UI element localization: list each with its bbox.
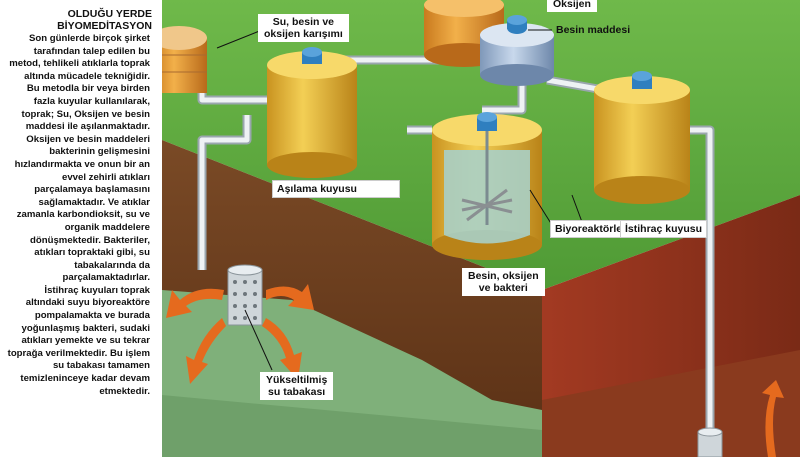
label-bacteria-line2: ve bakteri (478, 282, 528, 294)
label-bacteria: Besin, oksijen ve bakteri (462, 268, 545, 296)
flow-arrows-injection (166, 284, 314, 384)
arrow-extraction-up (762, 380, 784, 457)
injection-well-screen (227, 264, 263, 326)
leader-lines (216, 29, 583, 371)
label-extraction-well: İstihraç kuyusu (620, 220, 708, 238)
label-bacteria-line1: Besin, oksijen (468, 270, 539, 282)
label-mixing-line2: oksijen karışımı (264, 28, 343, 40)
arrow-left-up (166, 288, 224, 318)
label-mixing: Su, besin ve oksijen karışımı (258, 14, 349, 42)
bioremediation-diagram: Oksijen Besin maddesi Su, besin ve oksij… (151, 0, 800, 458)
arrow-right-down (262, 318, 302, 380)
label-raised-water-line1: Yükseltilmiş (266, 374, 328, 386)
heading-line-1: OLDUĞU YERDE (67, 8, 152, 20)
arrow-right-up (266, 284, 314, 310)
water-layer-shade (162, 395, 542, 457)
flow-arrows-extraction (762, 380, 784, 457)
label-mixing-line1: Su, besin ve (272, 16, 335, 28)
paragraph-2: Bu metodla bir veya birden fazla kuyular… (14, 83, 150, 284)
label-oxygen: Oksijen (547, 0, 597, 12)
storage-tank-left (151, 26, 207, 93)
label-bioreactors: Biyoreaktörler (550, 220, 632, 238)
label-raised-water: Yükseltilmiş su tabakası (260, 372, 334, 400)
bioreactor-center (432, 112, 542, 260)
bioreactor-right (594, 71, 690, 204)
arrow-left-down (186, 318, 226, 384)
label-injection-well: Aşılama kuyusu (272, 180, 400, 198)
paragraph-1: Son günlerde birçok şirket tarafından ta… (9, 33, 150, 82)
soil-side-lower (542, 350, 800, 457)
mixing-tank (267, 47, 357, 178)
label-raised-water-line2: su tabakası (268, 386, 326, 398)
extraction-well-bottom (697, 427, 723, 458)
article-text: OLDUĞU YERDE BİYOMEDİTASYON Son günlerde… (0, 0, 162, 457)
nutrient-tank (480, 15, 554, 86)
heading-line-2: BİYOMEDİTASYON (57, 20, 152, 32)
label-nutrient: Besin maddesi (556, 24, 631, 36)
diagram-illustration (151, 0, 800, 458)
article-body: Son günlerde birçok şirket tarafından ta… (0, 32, 162, 398)
article-heading: OLDUĞU YERDE BİYOMEDİTASYON (0, 0, 162, 32)
paragraph-3: İstihraç kuyuları toprak altındaki suyu … (7, 284, 150, 397)
